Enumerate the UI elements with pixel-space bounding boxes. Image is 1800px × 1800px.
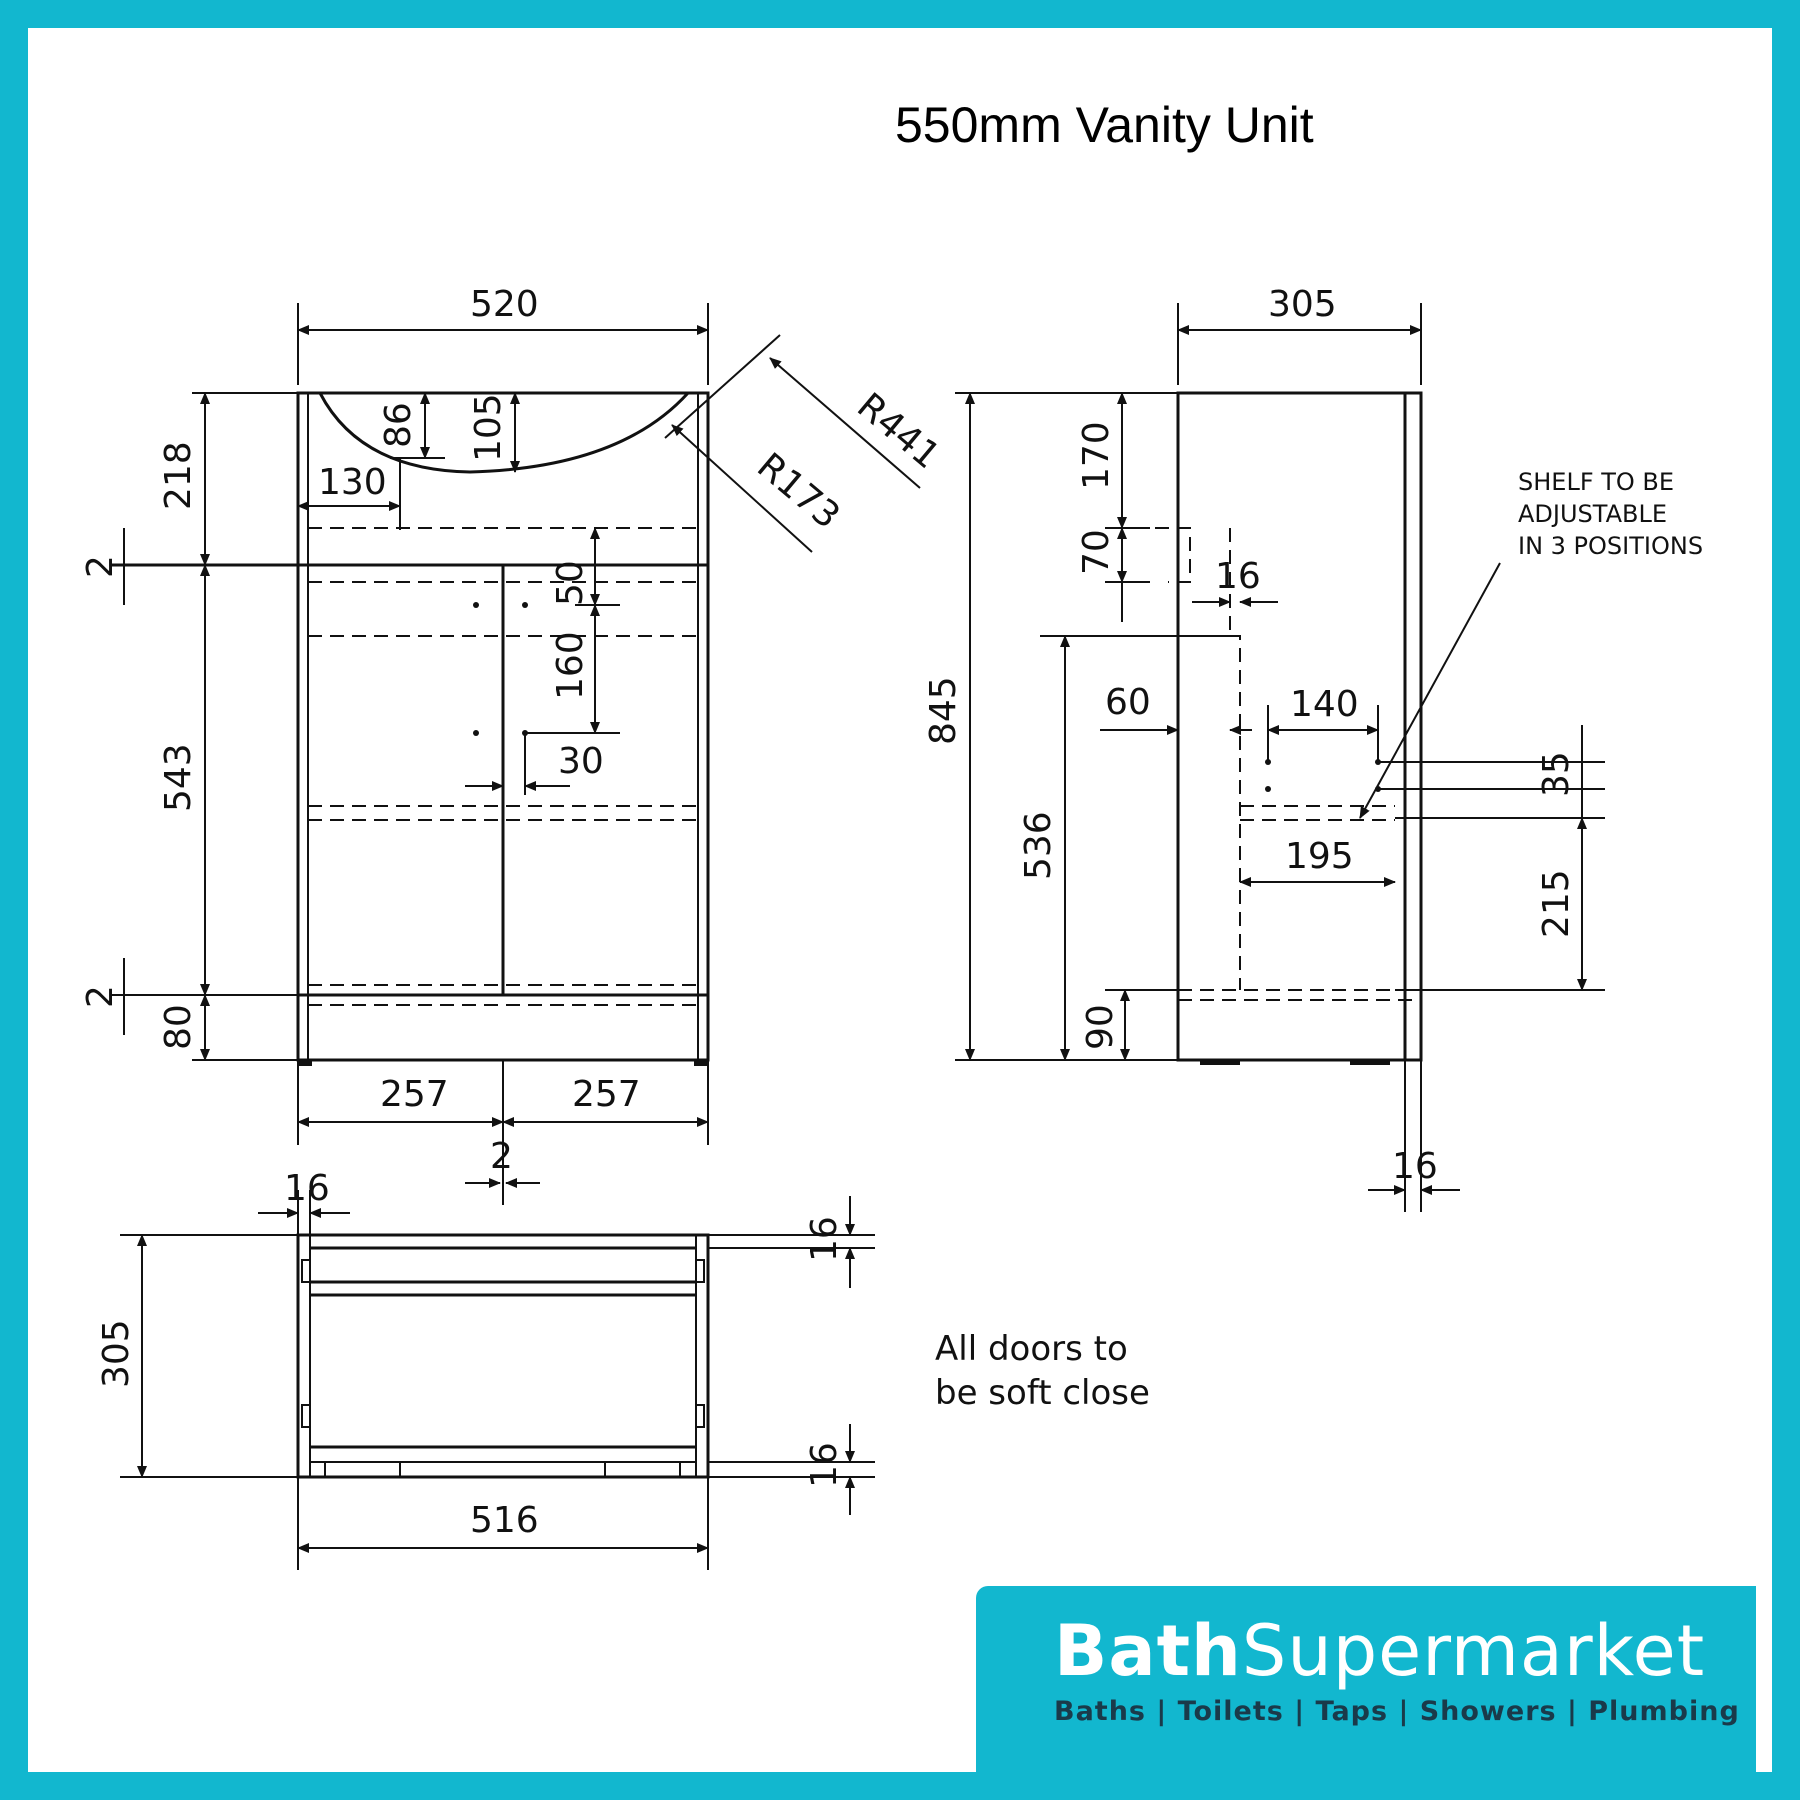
shelf-step-label: 35 [1536,751,1577,797]
gap-bottom-label: 2 [80,985,121,1008]
brand-banner: BathSupermarket Baths | Toilets | Taps |… [976,1586,1756,1774]
door-left-width-label: 257 [380,1074,449,1115]
soft-close-note-line-1: All doors to [935,1329,1128,1369]
brand-name-light: Supermarket [1241,1610,1706,1692]
radius-inner-label: R173 [749,445,847,537]
door-thickness-label: 16 [1392,1146,1438,1187]
brand-tagline: Baths | Toilets | Taps | Showers | Plumb… [1054,1696,1740,1727]
plan-width-label: 516 [470,1500,539,1541]
plan-front-thickness-label: 16 [804,1442,845,1488]
interior-height-label: 536 [1018,811,1059,880]
door-gap-label: 2 [490,1136,513,1177]
plan-view: 16 305 16 16 516 [96,1168,875,1570]
side-top-section-label: 170 [1076,421,1117,490]
side-view: 305 170 70 16 845 536 60 140 [923,284,1703,1212]
side-depth-label: 305 [1268,284,1337,325]
panel-thickness-label: 16 [1215,556,1261,597]
basin-depth-outer-label: 105 [468,393,509,462]
radius-outer-label: R441 [849,385,947,477]
hinge-spacing-label: 160 [550,631,591,700]
drawing-title: 550mm Vanity Unit [895,97,1314,153]
gap-top-label: 2 [80,555,121,578]
door-right-width-label: 257 [572,1074,641,1115]
brand-name-bold: Bath [1054,1610,1242,1692]
top-section-label: 218 [158,441,199,510]
inset-label: 60 [1105,682,1151,723]
shelf-note-line-1: SHELF TO BE [1518,468,1674,496]
door-height-label: 543 [158,743,199,812]
drawing-sheet [28,28,1772,1772]
basin-depth-label: 86 [378,402,419,448]
shelf-pin-spacing-label: 140 [1290,684,1359,725]
plan-back-thickness-label: 16 [804,1216,845,1262]
plan-depth-label: 305 [96,1319,137,1388]
soft-close-note-line-2: be soft close [935,1373,1150,1413]
plan-side-thickness-label: 16 [284,1168,330,1209]
overall-height-label: 845 [923,676,964,745]
front-view: 520 86 105 130 218 2 2 543 80 50 [80,284,947,1205]
rail-height-label: 70 [1076,529,1117,575]
shelf-height-label: 215 [1536,869,1577,938]
shelf-note-line-2: ADJUSTABLE [1518,500,1667,528]
handle-offset-label: 30 [558,741,604,782]
side-outline [1176,391,1423,1062]
basin-offset-label: 130 [318,462,387,503]
plan-outline [296,1233,710,1479]
side-plinth-label: 90 [1080,1004,1121,1050]
plinth-label: 80 [158,1004,199,1050]
basin-curve [318,391,690,474]
shelf-note-line-3: IN 3 POSITIONS [1518,532,1703,560]
shelf-depth-label: 195 [1285,836,1354,877]
hinge-offset-label: 50 [550,560,591,606]
front-width-label: 520 [470,284,539,325]
brand-logo: BathSupermarket [1054,1610,1705,1692]
